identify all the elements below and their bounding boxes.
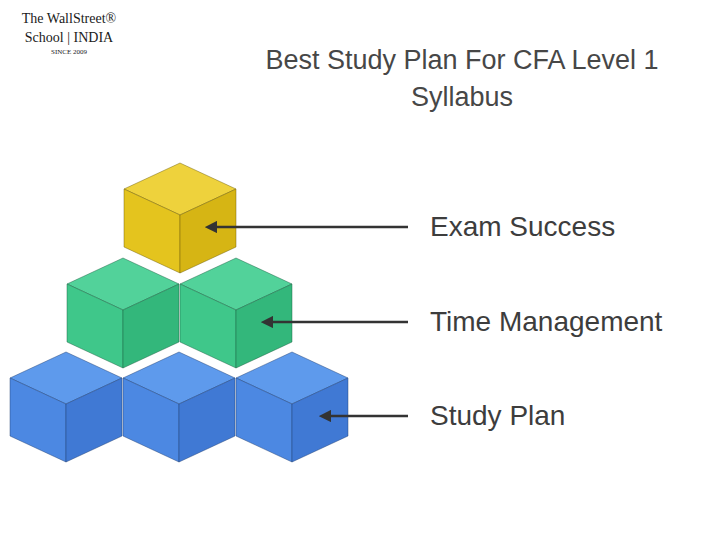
blue-cube (123, 352, 235, 462)
green-cube (180, 258, 292, 368)
blue-cube (236, 352, 348, 462)
green-cube (67, 258, 179, 368)
leader-arrow (216, 226, 408, 229)
logo-text: School | INDIA (4, 29, 134, 47)
level-label: Study Plan (430, 398, 565, 434)
level-label: Exam Success (430, 209, 615, 245)
level-label: Time Management (430, 304, 662, 340)
leader-arrow (272, 321, 408, 324)
leader-arrow (330, 415, 408, 418)
yellow-cube (124, 163, 236, 273)
logo-text: SINCE 2009 (4, 47, 134, 57)
blue-cube (10, 352, 122, 462)
diagram-title: Best Study Plan For CFA Level 1 Syllabus (212, 42, 712, 116)
logo-text: The WallStreet® (4, 10, 134, 28)
